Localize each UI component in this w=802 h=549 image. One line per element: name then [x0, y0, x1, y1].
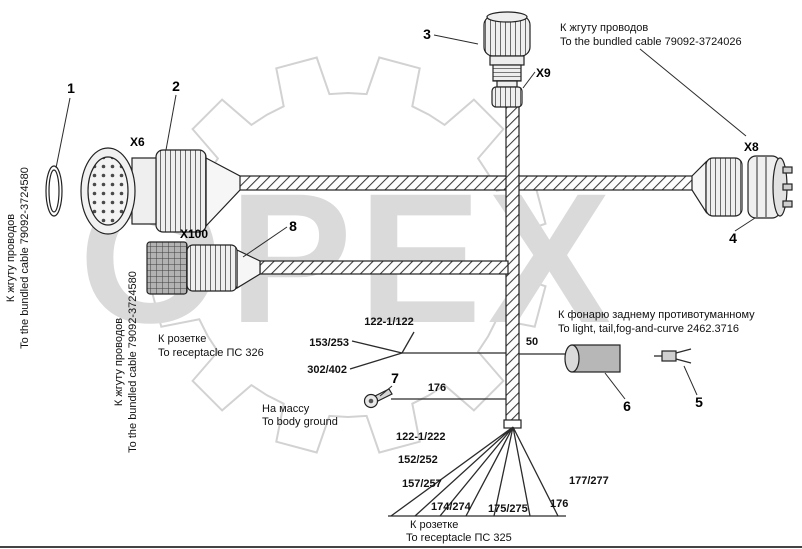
x8-cable-taper [691, 160, 707, 215]
harness-cables [237, 105, 695, 429]
main-harness-cable [237, 175, 695, 191]
connector-item4 [747, 155, 793, 219]
connector-x8-ring [691, 157, 743, 217]
leader-item7 [379, 385, 393, 397]
leader-lines [55, 34, 756, 400]
bundle-left-inner-label-en: To the bundled cable 79092-3724580 [127, 271, 139, 453]
connector-x100 [146, 241, 261, 295]
receptacle-ps325-label-ru: К розетке [410, 519, 458, 531]
wire-label-176-ground: 176 [428, 382, 446, 394]
connector-x6 [80, 147, 241, 235]
callout-3: 3 [423, 26, 431, 42]
item4-pin-3 [782, 200, 793, 208]
branch-wires [349, 331, 566, 517]
leader-x9 [522, 71, 536, 89]
wire-label-50: 50 [526, 336, 538, 348]
x8-coupling-ring [705, 157, 743, 217]
label-x9: X9 [536, 66, 551, 80]
wire-122-1-122 [401, 331, 415, 354]
x6-shell [131, 157, 157, 225]
leader-item2 [165, 94, 177, 151]
item6-end-face [564, 344, 580, 373]
leader-item5 [683, 365, 698, 396]
callout-5: 5 [695, 394, 703, 410]
callout-4: 4 [729, 230, 737, 246]
seal-ring-inner [48, 169, 60, 213]
wire-label-174-274: 174/274 [431, 501, 472, 513]
bundle-left-outer-label-ru: К жгуту проводов [5, 214, 17, 302]
receptacle-ps325-label-en: To receptacle ПС 325 [406, 532, 512, 544]
item5-barrel [661, 350, 677, 362]
callout-7: 7 [391, 370, 399, 386]
callout-2: 2 [172, 78, 180, 94]
receptacle-ps326-label-en: To receptacle ПС 326 [158, 347, 264, 359]
fog-light-label-ru: К фонарю заднему противотуманному [558, 309, 755, 321]
bundle-top-label-ru: К жгуту проводов [560, 22, 648, 34]
wire-label-157-257: 157/257 [402, 478, 442, 490]
callout-6: 6 [623, 398, 631, 414]
item4-pin-2 [782, 183, 793, 191]
label-x100: X100 [180, 227, 208, 241]
wire-label-122-1-222: 122-1/222 [396, 431, 446, 443]
fog-light-label-en: To light, tail,fog-and-curve 2462.3716 [558, 323, 739, 335]
item3-collar [489, 55, 525, 66]
label-x6: X6 [130, 135, 145, 149]
x6-pin-field [87, 156, 129, 226]
x9-neck [496, 80, 518, 88]
item3-threaded-section [492, 64, 522, 82]
leader-bundle-top [639, 48, 747, 137]
item5-prong-top [675, 348, 692, 354]
bundle-top-label-en: To the bundled cable 79092-3724026 [560, 36, 742, 48]
x100-coupling-ring [186, 244, 238, 292]
item4-pin-1 [782, 166, 793, 174]
wire-302-402 [349, 352, 403, 370]
item5-prong-bottom [675, 358, 692, 364]
bottom-fanout-wires [390, 426, 559, 517]
label-x8: X8 [744, 140, 759, 154]
x9-coupling-ring [491, 86, 523, 108]
wire-label-175-275: 175/275 [488, 503, 528, 515]
connector-designators: X6 X9 X8 X100 [130, 66, 759, 241]
wire-label-177-277: 177/277 [569, 475, 609, 487]
callout-8: 8 [289, 218, 297, 234]
ground-label-ru: На массу [262, 403, 310, 415]
item6-body [571, 344, 621, 373]
bundle-left-inner-label-ru: К жгуту проводов [113, 318, 125, 406]
wire-153-253 [351, 340, 403, 354]
wire-numbers: 122-1/122 153/253 302/402 50 176 122-1/2… [307, 316, 609, 515]
wire-label-302-402: 302/402 [307, 364, 347, 376]
callout-numbers: 1 2 3 4 5 6 7 8 [67, 26, 737, 414]
wire-label-152-252: 152/252 [398, 454, 438, 466]
item3-cap-top [486, 11, 528, 23]
callout-1: 1 [67, 80, 75, 96]
receptacle-ps326-label-ru: К розетке [158, 333, 206, 345]
seal-ring-outer [45, 165, 63, 217]
terminal-item5 [654, 348, 692, 364]
item7-hole [368, 398, 374, 404]
x100-face [146, 241, 188, 295]
leader-item8 [242, 226, 288, 258]
ground-terminal-item7 [363, 388, 393, 409]
sleeve-item6 [564, 344, 621, 373]
x6-coupling-ring [155, 149, 207, 233]
leader-item3 [433, 34, 479, 45]
leader-item4 [734, 217, 756, 232]
wire-label-122-1-122: 122-1/122 [364, 316, 414, 328]
ground-label-en: To body ground [262, 416, 338, 428]
destination-labels: К жгуту проводов To the bundled cable 79… [5, 22, 755, 544]
wire-label-153-253: 153/253 [309, 337, 349, 349]
connector-item3-x9 [483, 11, 531, 108]
leader-item6 [604, 372, 626, 400]
leader-item1 [55, 97, 71, 169]
bundle-left-outer-label-en: To the bundled cable 79092-3724580 [19, 167, 31, 349]
x100-branch-cable [259, 260, 509, 275]
seal-ring-item1 [45, 165, 63, 217]
wire-label-176-bottom: 176 [550, 498, 568, 510]
